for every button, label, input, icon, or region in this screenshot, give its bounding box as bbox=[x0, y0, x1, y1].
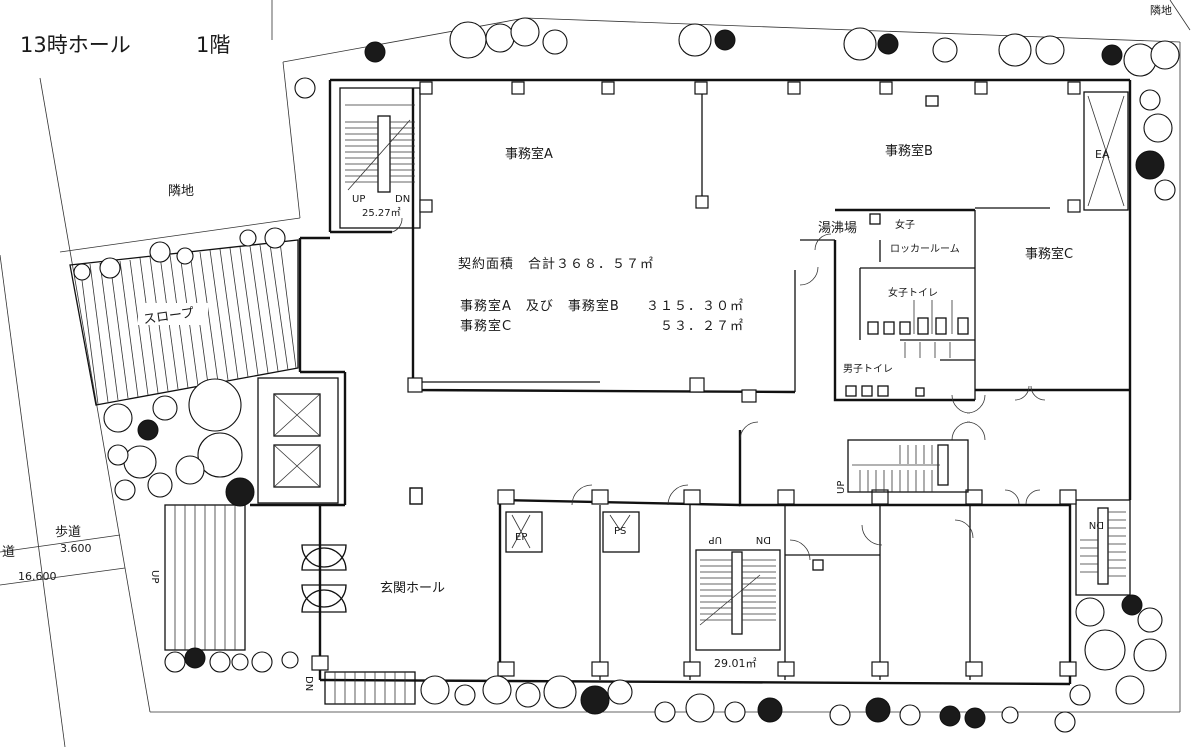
landscape-trees bbox=[73, 17, 1180, 733]
office-b-label: 事務室B bbox=[885, 143, 933, 159]
contract-c-value: ５３．２７㎡ bbox=[660, 319, 744, 334]
stair-center-up-label: UP bbox=[709, 534, 722, 545]
neighbor-left-label: 隣地 bbox=[168, 183, 194, 199]
exterior-steps-up-label: UP bbox=[149, 570, 160, 583]
women-locker-label-2: ロッカールーム bbox=[890, 243, 960, 255]
entrance-hall-label: 玄関ホール bbox=[380, 581, 445, 596]
stair-east bbox=[1080, 507, 1126, 585]
elevator-shafts bbox=[273, 95, 1125, 549]
door-swings bbox=[301, 217, 1046, 613]
structural-columns bbox=[311, 81, 1081, 677]
women-toilet-label: 女子トイレ bbox=[888, 286, 938, 299]
entrance-steps-dn-label: DN bbox=[303, 676, 314, 691]
stair-east-dn-label: DN bbox=[1089, 519, 1104, 530]
stair-nw-area: 25.27㎡ bbox=[362, 207, 401, 219]
women-locker-label-1: 女子 bbox=[895, 218, 915, 231]
stair-center bbox=[695, 549, 781, 651]
exterior-steps bbox=[164, 504, 416, 705]
stair-center-area: 29.01㎡ bbox=[714, 657, 757, 670]
contract-total: 契約面積 合計３６８．５７㎡ bbox=[458, 256, 654, 272]
contract-ab-label: 事務室A 及び 事務室B bbox=[460, 298, 620, 314]
office-a-label: 事務室A bbox=[505, 146, 553, 162]
toilet-fixtures bbox=[409, 95, 969, 571]
ep-label: EP bbox=[515, 532, 527, 543]
floor-label: 1階 bbox=[196, 33, 230, 57]
ps-label: PS bbox=[614, 526, 626, 537]
ea-label: EA bbox=[1095, 148, 1110, 161]
road-label: 道 bbox=[2, 545, 15, 560]
men-toilet-label: 男子トイレ bbox=[843, 363, 893, 375]
stair-nw-dn-label: DN bbox=[395, 194, 410, 205]
plan-title: 13時ホール bbox=[20, 33, 131, 57]
stair-east-center-up-label: UP bbox=[836, 481, 847, 494]
stair-east-center bbox=[847, 439, 969, 493]
stair-northwest bbox=[345, 104, 415, 193]
sidewalk-width: 3.600 bbox=[60, 542, 92, 555]
contract-ab-value: ３１５．３０㎡ bbox=[646, 299, 744, 314]
sidewalk-label: 歩道 bbox=[55, 525, 81, 540]
road-width: 16.600 bbox=[18, 570, 57, 583]
contract-c-label: 事務室C bbox=[460, 318, 512, 334]
neighbor-top-right-label: 隣地 bbox=[1150, 3, 1172, 17]
kitchenette-label: 湯沸場 bbox=[818, 221, 857, 236]
slope-ramp bbox=[69, 239, 299, 406]
stair-nw-up-label: UP bbox=[352, 194, 365, 205]
stair-center-dn-label: DN bbox=[756, 534, 771, 545]
office-c-label: 事務室C bbox=[1025, 246, 1073, 262]
slope-label: スロープ bbox=[142, 306, 195, 328]
